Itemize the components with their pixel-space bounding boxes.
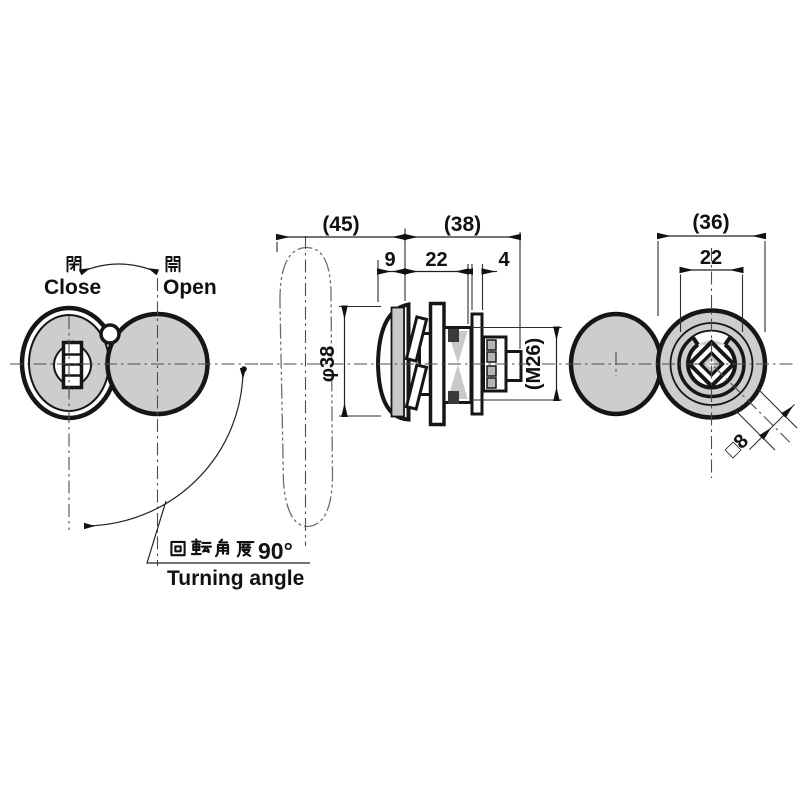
- spring-clip-upper: [404, 315, 429, 363]
- rear-diagonal-centerline: [713, 366, 792, 444]
- svg-text:□8: □8: [721, 430, 753, 462]
- dim-body-depth-38: (38): [404, 213, 521, 349]
- hex-nut: [482, 335, 508, 393]
- dim-head-diameter-phi38: φ38: [317, 305, 381, 417]
- side-view: (45) (38) 9 22 4 φ38: [260, 213, 568, 546]
- turning-angle-leader: [146, 500, 310, 564]
- arc-start-dot: [241, 366, 247, 372]
- svg-text:4: 4: [498, 249, 510, 271]
- dim-knob-diameter-36: (36): [657, 211, 766, 332]
- svg-text:(36): (36): [692, 211, 729, 234]
- svg-text:(38): (38): [444, 213, 481, 236]
- svg-text:φ38: φ38: [317, 346, 339, 383]
- svg-text:22: 22: [425, 249, 447, 271]
- closed-label-en: Close: [44, 276, 101, 299]
- turning-angle-value: 90°: [258, 538, 293, 564]
- head-dome-section: [390, 306, 405, 418]
- phantom-knob-outline: [279, 246, 334, 528]
- turning-angle-label-jp: 90°: [170, 538, 293, 564]
- turning-angle-label-en: Turning angle: [167, 567, 304, 590]
- closed-label-jp: [66, 256, 82, 273]
- rear-view: (36) 22 □8: [568, 211, 798, 478]
- detent-keystone: [692, 331, 731, 345]
- cup-flats: [691, 336, 732, 346]
- turning-angle-arc: [83, 367, 247, 530]
- svg-text:9: 9: [384, 249, 395, 271]
- open-label-en: Open: [163, 276, 217, 299]
- open-label-jp: [165, 256, 181, 273]
- dim-thread-size-m26: (M26): [471, 326, 562, 401]
- detent-notch: [99, 323, 121, 345]
- front-view: Close Open 90° Turning angle: [10, 256, 310, 590]
- key-slot: [61, 340, 84, 390]
- threaded-body: [442, 326, 473, 404]
- dim-cam-diameter-22: 22: [679, 247, 744, 332]
- dim-washer-thickness-4: 4: [458, 249, 510, 310]
- svg-text:22: 22: [700, 247, 722, 269]
- dim-knob-protrusion-45: (45): [276, 213, 406, 301]
- svg-text:(45): (45): [322, 213, 359, 236]
- close-open-arrow: [78, 263, 160, 276]
- svg-text:(M26): (M26): [523, 338, 545, 390]
- square-shaft: [504, 350, 523, 382]
- dim-head-depth-9: 9: [377, 249, 406, 302]
- spring-clip-lower: [404, 363, 429, 411]
